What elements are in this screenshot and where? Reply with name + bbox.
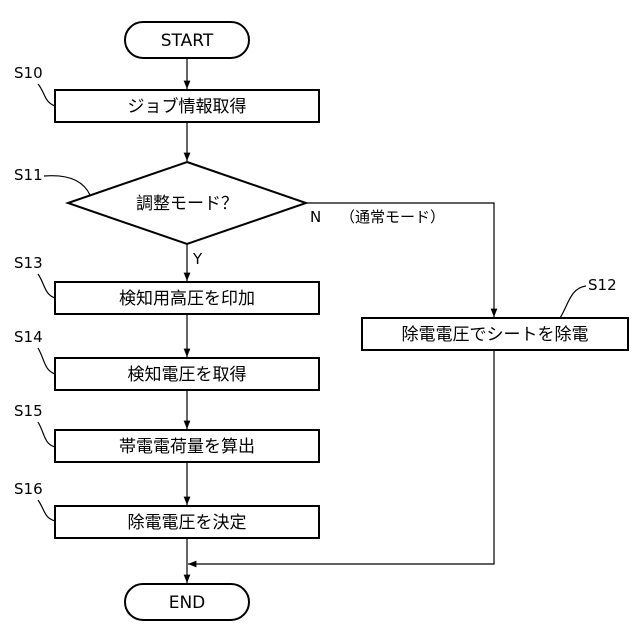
process-s14: S14 検知電圧を取得	[14, 328, 319, 390]
step-id-s12: S12	[588, 276, 617, 294]
process-label-s15: 帯電電荷量を算出	[119, 437, 255, 457]
process-label-s10: ジョブ情報取得	[128, 96, 247, 117]
process-s16: S16 除電電圧を決定	[14, 480, 319, 538]
start-label: START	[161, 31, 214, 51]
step-id-s10: S10	[14, 64, 43, 82]
step-leader-s15	[38, 422, 55, 447]
process-label-s13: 検知用高圧を印加	[119, 289, 255, 309]
process-label-s12: 除電電圧でシートを除電	[402, 325, 589, 345]
step-id-s13: S13	[14, 254, 43, 272]
step-id-s11: S11	[14, 166, 43, 184]
step-leader-s14	[38, 348, 55, 374]
process-s10: S10 ジョブ情報取得	[14, 64, 319, 122]
process-label-s16: 除電電圧を決定	[128, 513, 247, 533]
end-terminal: END	[125, 584, 249, 620]
process-s15: S15 帯電電荷量を算出	[14, 402, 319, 462]
process-s13: S13 検知用高圧を印加	[14, 254, 319, 314]
step-leader-s12	[560, 286, 586, 318]
step-leader-s13	[38, 274, 55, 298]
process-label-s14: 検知電圧を取得	[128, 365, 247, 385]
end-label: END	[169, 593, 206, 613]
branch-yes-label: Y	[192, 250, 203, 268]
decision-s11: S11 調整モード？	[14, 162, 306, 244]
step-leader-s10	[38, 84, 55, 106]
branch-no-note: （通常モード）	[340, 208, 445, 226]
step-leader-s16	[38, 500, 55, 521]
start-terminal: START	[125, 22, 249, 58]
step-id-s14: S14	[14, 328, 43, 346]
step-leader-s11	[44, 176, 90, 195]
step-id-s15: S15	[14, 402, 43, 420]
branch-no-label: N	[310, 208, 321, 226]
process-s12: S12 除電電圧でシートを除電	[362, 276, 628, 350]
step-id-s16: S16	[14, 480, 43, 498]
decision-label-s11: 調整モード？	[136, 194, 238, 214]
